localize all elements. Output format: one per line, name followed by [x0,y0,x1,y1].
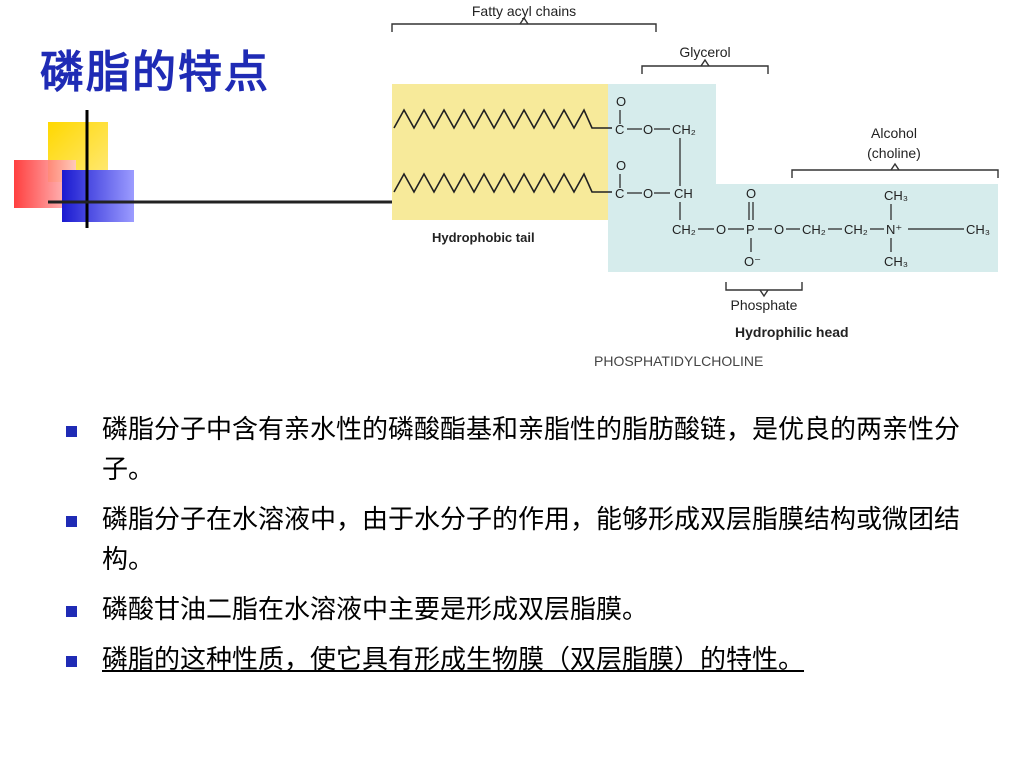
molecule-name: PHOSPHATIDYLCHOLINE [594,353,763,369]
atom-ch3-top: CH₃ [884,188,908,203]
decorative-graphic [14,110,400,228]
phosphate-label: Phosphate [731,297,798,313]
atom-o-minus: O⁻ [744,254,761,269]
bullet-text: 磷酸甘油二脂在水溶液中主要是形成双层脂膜。 [102,595,649,625]
bullet-square-icon [66,426,77,437]
alcohol-label: Alcohol [871,125,917,141]
atom-ch2-a: CH₂ [802,222,826,237]
hydrophobic-tail-label: Hydrophobic tail [432,230,535,245]
hydrophobic-region [392,84,608,220]
atom-o2b: O [643,186,653,201]
phosphatidylcholine-diagram: Fatty acyl chains Glycerol Alcohol (chol… [391,3,999,369]
bullet-text: 磷脂分子中含有亲水性的磷酸酯基和亲脂性的脂肪酸链，是优良的两亲性分子。 [102,415,961,485]
alcohol-bracket [791,169,999,178]
atom-ch3-right: CH₃ [966,222,990,237]
atom-o-double: O [746,186,756,201]
bullet-item: 磷脂的这种性质，使它具有形成生物膜（双层脂膜）的特性。 [62,640,982,680]
glycerol-bracket [641,65,769,74]
atom-ch2-top: CH₂ [672,122,696,137]
fatty-acyl-chains-label: Fatty acyl chains [472,3,576,19]
hydrophilic-region [608,84,998,272]
deco-blue-square [62,170,134,222]
atom-o1: O [616,94,626,109]
atom-c1: C [615,122,624,137]
atom-ch: CH [674,186,693,201]
atom-ch3-bottom: CH₃ [884,254,908,269]
atom-ch2-bottom: CH₂ [672,222,696,237]
bullet-square-icon [66,656,77,667]
bullet-list: 磷脂分子中含有亲水性的磷酸酯基和亲脂性的脂肪酸链，是优良的两亲性分子。 磷脂分子… [62,410,982,690]
bullet-item: 磷脂分子中含有亲水性的磷酸酯基和亲脂性的脂肪酸链，是优良的两亲性分子。 [62,410,982,490]
fatty-acid-chain-1 [393,108,612,130]
bullet-item: 磷脂分子在水溶液中，由于水分子的作用，能够形成双层脂膜结构或微团结构。 [62,500,982,580]
page-title: 磷脂的特点 [40,47,270,98]
atom-o2: O [616,158,626,173]
atom-o3: O [716,222,726,237]
choline-label: (choline) [867,145,921,161]
atom-p: P [746,222,755,237]
bullet-text: 磷脂的这种性质，使它具有形成生物膜（双层脂膜）的特性。 [102,645,805,675]
atom-ch2-b: CH₂ [844,222,868,237]
atom-n: N⁺ [886,222,902,237]
bullet-square-icon [66,516,77,527]
atom-o4: O [774,222,784,237]
bullet-item: 磷酸甘油二脂在水溶液中主要是形成双层脂膜。 [62,590,982,630]
fatty-acid-chain-2 [393,172,612,194]
glycerol-label: Glycerol [679,44,730,60]
atom-c2: C [615,186,624,201]
phosphate-bracket [725,282,803,291]
bullet-text: 磷脂分子在水溶液中，由于水分子的作用，能够形成双层脂膜结构或微团结构。 [102,505,961,575]
fatty-acyl-bracket [391,23,657,32]
hydrophilic-head-label: Hydrophilic head [735,324,849,340]
bullet-square-icon [66,606,77,617]
atom-o1b: O [643,122,653,137]
